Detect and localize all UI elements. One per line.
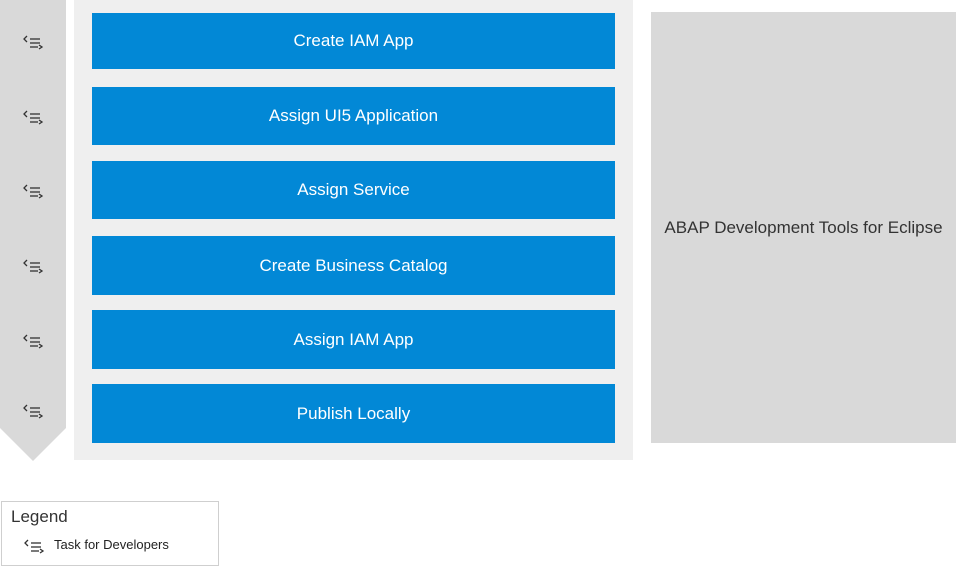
task-for-developers-icon (22, 257, 44, 275)
step-publish-locally: Publish Locally (92, 384, 615, 443)
legend-item-label: Task for Developers (54, 537, 169, 552)
step-assign-service: Assign Service (92, 161, 615, 219)
legend-title: Legend (11, 507, 68, 526)
task-for-developers-icon (22, 108, 44, 126)
task-for-developers-icon (22, 33, 44, 51)
step-create-business-catalog: Create Business Catalog (92, 236, 615, 295)
steps-panel: Create IAM App Assign UI5 Application As… (74, 0, 633, 460)
task-for-developers-icon (22, 402, 44, 420)
process-arrow (0, 0, 66, 462)
step-assign-ui5-application: Assign UI5 Application (92, 87, 615, 145)
task-for-developers-icon (22, 332, 44, 350)
legend: Legend Task for Developers (1, 501, 219, 566)
step-assign-iam-app: Assign IAM App (92, 310, 615, 369)
step-create-iam-app: Create IAM App (92, 13, 615, 69)
tool-label: ABAP Development Tools for Eclipse (664, 217, 943, 237)
task-for-developers-icon (23, 537, 45, 555)
tool-box-adt-eclipse: ABAP Development Tools for Eclipse (651, 12, 956, 443)
task-for-developers-icon (22, 182, 44, 200)
